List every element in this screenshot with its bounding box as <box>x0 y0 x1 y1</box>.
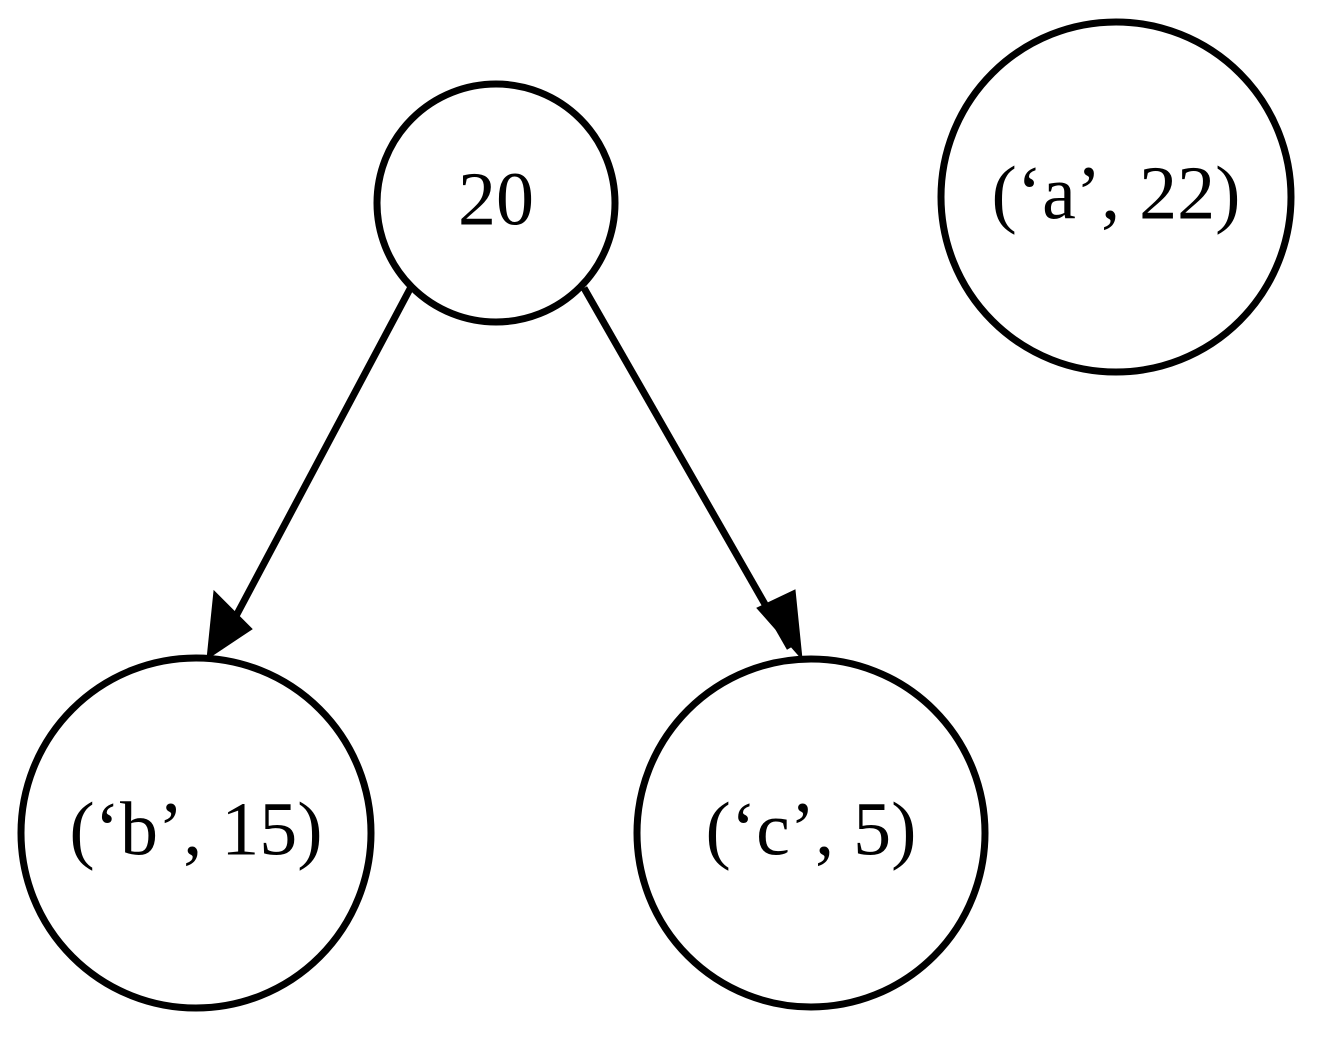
graph-node-a[interactable]: (‘a’, 22) <box>937 18 1295 376</box>
graph-node-root-circle <box>373 80 619 326</box>
graph-node-b-label: (‘b’, 15) <box>69 787 322 871</box>
graph-node-root[interactable]: 20 <box>373 80 619 326</box>
graph-node-b[interactable]: (‘b’, 15) <box>17 654 375 1012</box>
graph-node-c-label: (‘c’, 5) <box>706 787 917 871</box>
edge-layer <box>206 285 803 661</box>
node-layer: 20 (‘a’, 22) (‘b’, 15) (‘c’, 5) <box>17 18 1295 1012</box>
graph-node-c-circle <box>633 655 989 1011</box>
edge-root-to-b-arrowhead-icon <box>206 589 253 661</box>
graph-node-c[interactable]: (‘c’, 5) <box>633 655 989 1011</box>
graph-node-a-circle <box>937 18 1295 376</box>
edge-root-to-c[interactable] <box>580 286 803 661</box>
graph-node-a-label: (‘a’, 22) <box>992 151 1241 235</box>
edge-root-to-c-arrowhead-icon <box>756 589 803 661</box>
graph-node-b-circle <box>17 654 375 1012</box>
edge-root-to-c-line <box>580 286 794 650</box>
graph-node-root-label: 20 <box>458 157 534 241</box>
edge-root-to-b[interactable] <box>206 285 415 661</box>
edge-root-to-b-line <box>215 285 415 650</box>
